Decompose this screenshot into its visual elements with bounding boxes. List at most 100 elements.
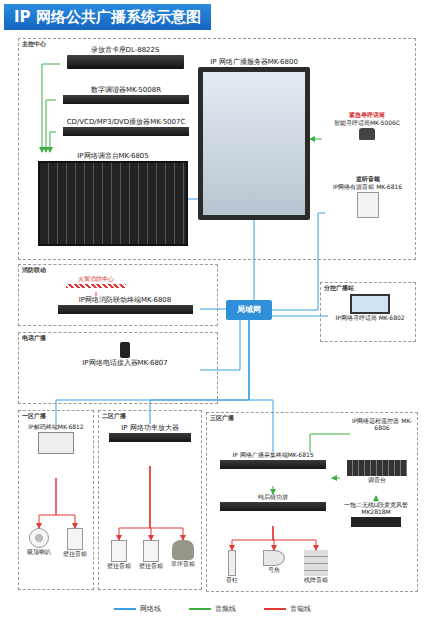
node-label: 线阵音箱 [304,577,328,584]
zone-group: 消防联动火警消防中心IP网络消防联动终端MK-6808 [18,264,218,326]
device-illustration [347,460,407,476]
node-label: 号角 [268,567,280,574]
device-illustration [38,161,188,246]
device-box: 监听音箱IP网络有源音箱 MK-6816 [325,176,410,250]
device-illustration [357,192,379,218]
zone-group: 三区广播IP网络远程遥控器 MK-6806IP 网络广播采集终端MK-6815纯… [206,412,418,592]
legend-swatch [114,608,136,610]
legend-label: 音箱线 [290,604,311,614]
diagram-title: IP 网络公共广播系统示意图 [4,4,211,30]
node-label: IP网络有源音箱 MK-6816 [333,184,402,191]
device-box: IP网络调音台MK-6805 [38,152,188,246]
device-box: 号角 [256,550,292,590]
cable-connector [200,320,240,370]
cable-connector [310,139,322,140]
node-label: IP 网络功率放大器 [121,424,179,432]
device-illustration [109,433,192,442]
node-label: IP网络调音台MK-6805 [77,152,149,160]
node-label: 一拖二无线U段麦克风套 MK2818M [336,502,416,516]
device-illustration [29,528,49,548]
node-label: IP 网络广播服务器MK-6800 [210,58,298,66]
cable-connector [150,320,249,424]
cable-connector [150,466,151,540]
network-hub: 局域网 [226,300,272,320]
device-box: 音柱 [216,550,248,590]
zone-group: 主控中心录放音卡座DL-8822S 数字调谐器MK-5008R CD/VCD/MP3… [18,38,416,260]
device-illustration [304,550,328,576]
device-illustration [143,540,159,562]
node-label: 火警消防中心 [78,276,114,283]
node-label: 调音台 [368,477,386,484]
node-label: 三区广播 [210,415,234,422]
legend-item: 网络线 [114,604,161,614]
cable-connector [272,213,325,310]
device-illustration [220,502,326,511]
cable-connector [150,466,183,540]
node-label: 智能寻呼话筒MK-5006C [334,120,400,127]
device-illustration [120,342,130,358]
legend-item: 音频线 [189,604,236,614]
device-illustration [67,528,83,550]
node-label: 草坪音箱 [171,561,195,568]
node-label: 一区广播 [22,413,46,420]
cable-connector [273,526,274,550]
cable-connector [273,486,274,494]
device-illustration [198,67,310,220]
device-box: IP 网络广播服务器MK-6800 [198,58,310,220]
cable-connector [46,100,56,152]
legend-swatch [264,608,286,610]
cable-connector [200,309,226,310]
device-illustration [263,550,285,566]
cable-connector [232,526,273,550]
device-box: IP网络消防联动终端MK-6808 [50,296,200,322]
device-box: 录放音卡座DL-8822S [60,46,190,82]
cable-connector [332,478,340,479]
node-label: IP网络消防联动终端MK-6808 [79,296,172,304]
device-illustration [220,460,326,469]
node-label: 吸顶喇叭 [27,549,51,556]
node-label: 录放音卡座DL-8822S [91,46,160,54]
cable-connector [249,320,273,452]
node-label: 纯后级功放 [258,494,288,501]
device-box: 草坪音箱 [168,540,198,584]
device-illustration [172,540,194,560]
zone-group: 二区广播IP 网络功率放大器壁挂音箱壁挂音箱草坪音箱 [98,410,202,590]
legend-swatch [189,608,211,610]
device-box: 数字调谐器MK-5008R [56,86,196,114]
node-label: 二区广播 [102,413,126,420]
node-label: 壁挂音箱 [139,563,163,570]
device-illustration [38,432,74,454]
zone-group: 分控广播站IP网络寻呼话筒 MK-6802 [320,282,416,342]
device-illustration [67,55,184,69]
cable-connector [273,526,316,550]
device-box: 线阵音箱 [296,550,336,590]
device-box: 紧急寻呼话筒智能寻呼话筒MK-5006C [322,112,412,166]
node-label: 紧急寻呼话筒 [349,112,385,119]
device-illustration [63,127,189,136]
device-illustration [359,128,375,140]
node-label: 局域网 [237,305,261,314]
node-label: IP网络寻呼话筒 MK-6802 [335,315,404,322]
device-box: CD/VCD/MP3/DVD播放器MK-5007C [56,118,196,146]
node-label: 主控中心 [22,41,46,48]
device-box: IP解码终端MK-6812 [24,424,88,478]
cable-connector [39,478,56,528]
device-illustration [66,284,126,288]
device-box: 壁挂音箱 [58,528,92,580]
node-label: 数字调谐器MK-5008R [91,86,161,94]
device-box: 壁挂音箱 [104,540,134,584]
legend: 网络线 音频线 音箱线 [0,604,424,614]
device-illustration [58,305,193,314]
device-illustration [111,540,127,562]
node-label: 音柱 [226,577,238,584]
legend-item: 音箱线 [264,604,311,614]
device-box: IP 网络广播采集终端MK-6815 [214,452,332,486]
cable-connector [96,292,97,296]
device-box: IP 网络功率放大器 [104,424,196,466]
device-box: 一拖二无线U段麦克风套 MK2818M [336,502,416,540]
device-illustration [63,95,189,104]
device-box: 壁挂音箱 [136,540,166,584]
cable-connector [56,478,75,528]
node-label: 电话广播 [22,335,46,342]
